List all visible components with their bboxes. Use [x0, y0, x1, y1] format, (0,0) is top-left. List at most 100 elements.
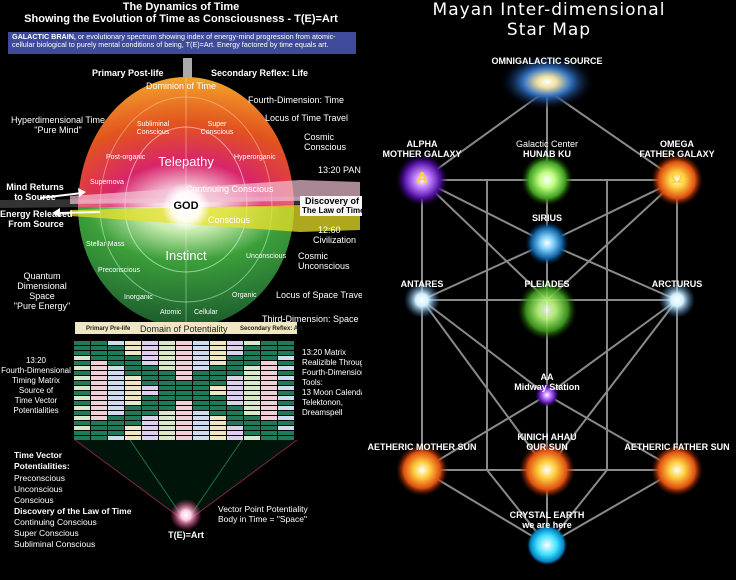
- matrix-cell: [244, 436, 260, 440]
- potentialities-heading-1: Time Vector: [14, 450, 63, 460]
- kinich-ahau-orb: [519, 442, 575, 498]
- matrix-cell: [125, 341, 141, 345]
- matrix-cell: [125, 396, 141, 400]
- matrix-cell: [125, 411, 141, 415]
- matrix-cell: [74, 421, 90, 425]
- matrix-cell: [74, 376, 90, 380]
- omnigalactic-label: OMNIGALACTIC SOURCE: [491, 56, 603, 66]
- matrix-cell: [125, 361, 141, 365]
- mother-sun-label: AETHERIC MOTHER SUN: [367, 442, 477, 452]
- matrix-cell: [125, 366, 141, 370]
- matrix-cell: [176, 341, 192, 345]
- matrix-cell: [193, 411, 209, 415]
- potentiality-item: Unconscious: [14, 484, 63, 494]
- matrix-cell: [278, 416, 294, 420]
- galactic-brain-text: or evolutionary spectrum showing index o…: [12, 32, 336, 50]
- matrix-cell: [176, 436, 192, 440]
- matrix-cell: [108, 426, 124, 430]
- potentiality-item: Subliminal Conscious: [14, 539, 96, 549]
- matrix-cell: [125, 431, 141, 435]
- matrix-cell: [193, 416, 209, 420]
- matrix-cell: [244, 391, 260, 395]
- matrix-cell: [74, 401, 90, 405]
- matrix-cell: [193, 436, 209, 440]
- matrix-cell: [261, 411, 277, 415]
- matrix-cell: [244, 396, 260, 400]
- matrix-cell: [74, 346, 90, 350]
- discovery-label-1: Discovery of: [304, 196, 360, 206]
- matrix-cell: [125, 426, 141, 430]
- star-map-diagram: [396, 54, 703, 565]
- dominion-of-time-label: Dominion of Time: [146, 81, 217, 91]
- matrix-cell: [176, 411, 192, 415]
- matrix-cell: [227, 361, 243, 365]
- matrix-cell: [261, 381, 277, 385]
- supernova-label: Supernova: [90, 179, 124, 186]
- matrix-cell: [142, 431, 158, 435]
- mind-returns-label-1: Mind Returns: [6, 182, 64, 192]
- arrow-energy-released: [57, 211, 101, 214]
- matrix-cell: [227, 426, 243, 430]
- matrix-cell: [125, 406, 141, 410]
- matrix-cell: [159, 351, 175, 355]
- matrix-cell: [125, 416, 141, 420]
- matrix-cell: [176, 346, 192, 350]
- matrix-cell: [91, 436, 107, 440]
- matrix-cell: [74, 361, 90, 365]
- matrix-cell: [244, 341, 260, 345]
- matrix-cell: [261, 396, 277, 400]
- matrix-right-line: Tools:: [302, 378, 323, 387]
- matrix-cell: [278, 426, 294, 430]
- matrix-cell: [227, 436, 243, 440]
- matrix-cell: [210, 341, 226, 345]
- matrix-cell: [74, 426, 90, 430]
- matrix-cell: [227, 356, 243, 360]
- matrix-cell: [193, 361, 209, 365]
- matrix-cell: [74, 396, 90, 400]
- matrix-cell: [176, 361, 192, 365]
- aa-midway-orb: [535, 383, 559, 407]
- matrix-cell: [244, 386, 260, 390]
- upper-arc-2: [124, 126, 248, 208]
- matrix-cell: [74, 416, 90, 420]
- quantum-label-1: Quantum: [23, 271, 61, 281]
- matrix-cell: [108, 436, 124, 440]
- matrix-cell: [159, 421, 175, 425]
- matrix-cell: [227, 391, 243, 395]
- matrix-cell: [244, 346, 260, 350]
- discovery-label-2: The Law of Time: [302, 206, 362, 215]
- matrix-cell: [227, 431, 243, 435]
- alpha-label-2: MOTHER GALAXY: [382, 149, 462, 159]
- matrix-cell: [91, 381, 107, 385]
- matrix-cell: [210, 436, 226, 440]
- god-label: GOD: [173, 200, 199, 212]
- matrix-cell: [74, 386, 90, 390]
- matrix-cell: [176, 371, 192, 375]
- matrix-cell: [142, 401, 158, 405]
- subliminal-label-2: Conscious: [136, 129, 170, 136]
- matrix-cell: [142, 436, 158, 440]
- matrix-cell: [74, 436, 90, 440]
- matrix-cell: [142, 391, 158, 395]
- potentialities-heading-2: Potentialities:: [14, 461, 70, 471]
- primary-pre-life-label: Primary Pre-life: [86, 326, 131, 332]
- potentiality-item: Conscious: [14, 495, 54, 505]
- matrix-cell: [159, 406, 175, 410]
- alpha-label-1: ALPHA: [406, 139, 438, 149]
- aa-label-2: Midway Station: [514, 382, 580, 392]
- matrix-cell: [91, 411, 107, 415]
- matrix-right-line: Dreamspell: [302, 408, 343, 417]
- matrix-cell: [108, 356, 124, 360]
- matrix-cell: [227, 401, 243, 405]
- matrix-cell: [193, 351, 209, 355]
- matrix-cell: [210, 371, 226, 375]
- matrix-cell: [278, 371, 294, 375]
- matrix-cell: [261, 366, 277, 370]
- matrix-cell: [142, 371, 158, 375]
- matrix-cell: [142, 421, 158, 425]
- matrix-cell: [278, 381, 294, 385]
- matrix-cell: [227, 341, 243, 345]
- matrix-cell: [91, 351, 107, 355]
- matrix-cell: [193, 391, 209, 395]
- secondary-reflex-life-label: Secondary Reflex: Life: [211, 68, 309, 78]
